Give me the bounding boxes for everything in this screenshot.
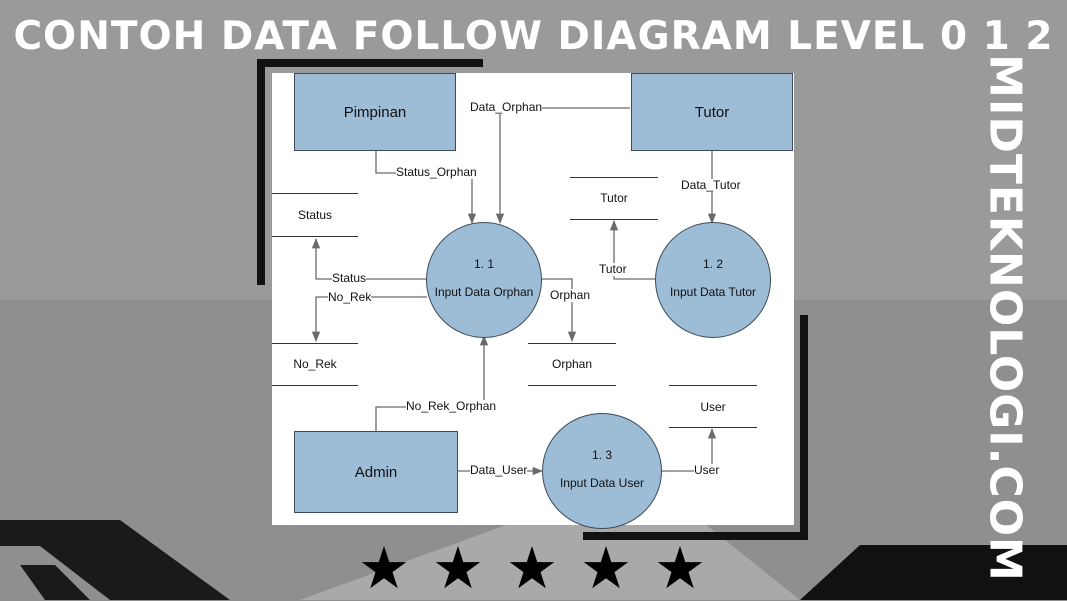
store-tutor: Tutor: [600, 191, 628, 205]
entity-pimpinan: Pimpinan: [294, 73, 456, 151]
store-user: User: [700, 400, 726, 414]
flow-label-orphan: Orphan: [550, 288, 591, 302]
store-no-rek: No_Rek: [293, 357, 337, 371]
store-orphan: Orphan: [551, 357, 593, 371]
process-1-3-number: 1. 3: [591, 448, 612, 462]
flow-label-data-orphan: Data_Orphan: [470, 100, 543, 114]
frame-bracket-right: [800, 315, 808, 540]
store-status-line-bottom: [272, 236, 358, 237]
store-user-line-top: [669, 385, 757, 386]
process-1-1: 1. 1 Input Data Orphan: [426, 222, 542, 338]
star-icon: ★: [432, 536, 484, 601]
entity-admin-label: Admin: [354, 463, 398, 481]
process-1-1-number: 1. 1: [473, 257, 494, 271]
entity-pimpinan-label: Pimpinan: [343, 103, 407, 121]
store-orphan-line-bottom: [528, 385, 616, 386]
frame-bracket-top: [257, 59, 483, 67]
page-title: CONTOH DATA FOLLOW DIAGRAM LEVEL 0 1 2: [13, 14, 1054, 59]
side-watermark-text: MIDTEKNOLOGI.COM: [979, 54, 1031, 582]
flow-label-status: Status: [332, 271, 367, 285]
star-icon: ★: [654, 536, 706, 601]
process-1-2-label: Input Data Tutor: [669, 285, 757, 299]
entity-tutor-label: Tutor: [694, 103, 730, 121]
rating-stars: ★ ★ ★ ★ ★: [358, 540, 706, 598]
store-orphan-line-top: [528, 343, 616, 344]
flow-label-tutor: Tutor: [599, 262, 627, 276]
flow-label-status-orphan: Status_Orphan: [396, 165, 477, 179]
star-icon: ★: [580, 536, 632, 601]
process-1-3-label: Input Data User: [559, 476, 645, 490]
store-status: Status: [297, 208, 333, 222]
flow-label-no-rek: No_Rek: [328, 290, 372, 304]
process-1-2: 1. 2 Input Data Tutor: [655, 222, 771, 338]
store-tutor-line-top: [570, 177, 658, 178]
flow-label-data-user: Data_User: [470, 463, 528, 477]
flow-label-data-tutor: Data_Tutor: [681, 178, 741, 192]
entity-admin: Admin: [294, 431, 458, 513]
store-tutor-line-bottom: [570, 219, 658, 220]
store-status-line-top: [272, 193, 358, 194]
process-1-2-number: 1. 2: [702, 257, 723, 271]
store-user-line-bottom: [669, 427, 757, 428]
process-1-1-label: Input Data Orphan: [434, 285, 534, 299]
flow-label-user: User: [694, 463, 720, 477]
flow-label-no-rek-orphan: No_Rek_Orphan: [406, 399, 497, 413]
frame-bracket-bottom: [583, 532, 808, 540]
frame-bracket-left: [257, 59, 265, 285]
store-norek-line-top: [272, 343, 358, 344]
process-1-3: 1. 3 Input Data User: [542, 413, 662, 529]
entity-tutor: Tutor: [631, 73, 793, 151]
dfd-diagram: Pimpinan Tutor Admin 1. 1 Input Data Orp…: [272, 73, 794, 529]
star-icon: ★: [358, 536, 410, 601]
star-icon: ★: [506, 536, 558, 601]
store-norek-line-bottom: [272, 385, 358, 386]
